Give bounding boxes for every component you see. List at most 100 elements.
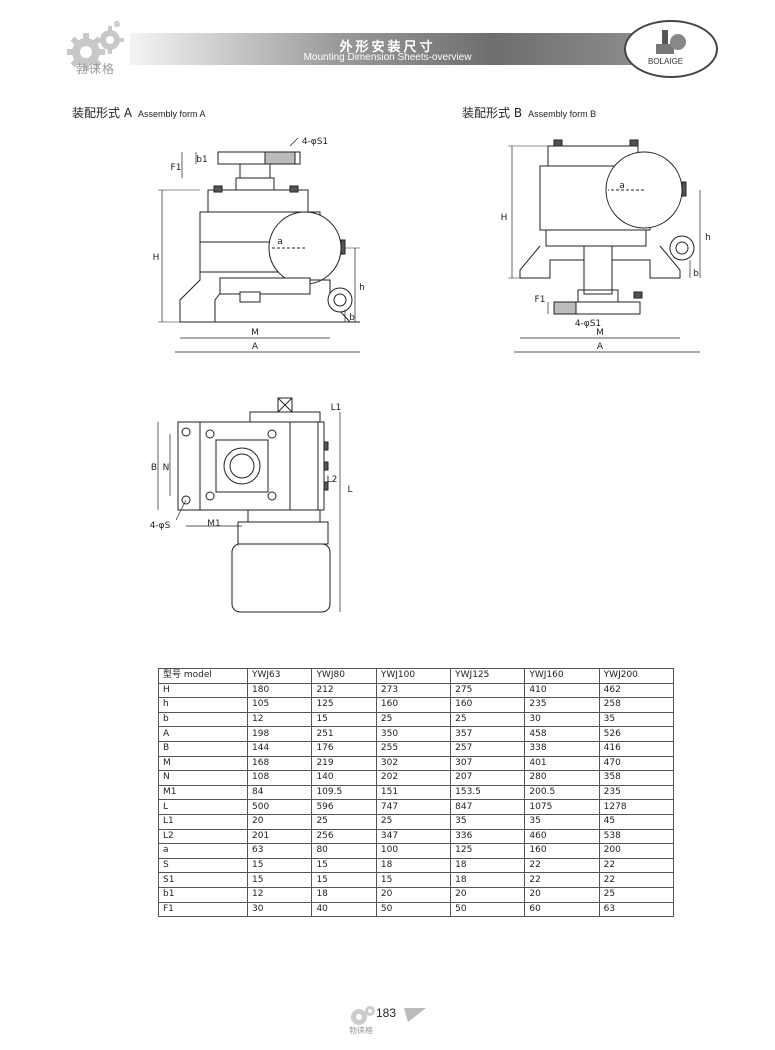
dim-F1-label-b: F1	[535, 295, 546, 305]
table-value-cell: 20	[375, 886, 452, 903]
table-value-cell: 338	[524, 740, 600, 757]
table-value-cell: 18	[450, 857, 526, 874]
table-value-cell: 25	[375, 813, 452, 830]
table-value-cell: 168	[246, 755, 313, 772]
table-value-cell: 596	[311, 799, 377, 815]
table-value-cell: 18	[375, 857, 452, 874]
form-a-label-en: Assembly form A	[138, 109, 206, 119]
table-value-cell: 1075	[524, 799, 600, 815]
page-title-cn: 外形安装尺寸	[339, 40, 436, 55]
table-value-cell: 109.5	[311, 784, 377, 801]
table-value-cell: 144	[246, 740, 313, 757]
dim-M1-label: M1	[207, 519, 221, 529]
table-value-cell: 357	[450, 726, 526, 742]
table-value-cell: 30	[524, 711, 600, 728]
table-value-cell: 35	[524, 813, 600, 830]
table-value-cell: 60	[524, 901, 600, 918]
table-value-cell: 847	[450, 799, 526, 815]
dim-L2-label: L2	[327, 475, 338, 485]
dim-S-label: 4-φS	[150, 521, 171, 531]
table-value-cell: 45	[598, 813, 675, 830]
table-value-cell: 12	[246, 711, 313, 728]
dim-b1-label: b1	[196, 155, 207, 165]
assembly-a-drawing: H h b M A a b1 F1 4-φS1	[153, 137, 365, 353]
dim-M-label: M	[251, 328, 259, 338]
table-value-cell: 1278	[598, 799, 675, 815]
table-value-cell: 235	[524, 697, 600, 713]
gearbox-logo-icon	[656, 30, 686, 54]
table-value-cell: 22	[598, 857, 675, 874]
dim-H-label-b: H	[501, 213, 508, 223]
table-value-cell: 275	[450, 682, 526, 699]
footer-arrow-icon	[404, 1008, 426, 1022]
table-header-cell: YWJ200	[598, 668, 675, 684]
assembly-b-drawing: H h b M A a F1 4-φS1	[501, 139, 711, 353]
table-value-cell: 176	[311, 740, 377, 757]
table-value-cell: 160	[375, 697, 452, 713]
table-value-cell: 30	[246, 901, 313, 918]
top-view-drawing: B N L1 L2 L M1 4-φS	[150, 397, 353, 613]
table-param-cell: L	[158, 799, 248, 815]
table-param-cell: b1	[158, 886, 248, 903]
table-value-cell: 108	[246, 770, 313, 786]
table-value-cell: 15	[375, 872, 452, 888]
header-bar	[130, 33, 650, 65]
table-value-cell: 280	[524, 770, 600, 786]
dim-L-label: L	[347, 485, 352, 495]
table-value-cell: 15	[246, 872, 313, 888]
table-param-cell: N	[158, 770, 248, 786]
table-value-cell: 140	[311, 770, 377, 786]
table-value-cell: 50	[450, 901, 526, 918]
table-value-cell: 35	[598, 711, 675, 728]
table-value-cell: 15	[311, 711, 377, 728]
table-param-cell: b	[158, 711, 248, 728]
dim-M-label-b: M	[596, 328, 604, 338]
table-param-cell: B	[158, 740, 248, 757]
table-value-cell: 273	[375, 682, 452, 699]
dim-A-label-b: A	[597, 342, 604, 352]
table-header-cell: 型号 model	[158, 668, 248, 684]
dim-b-label: b	[349, 313, 355, 323]
table-value-cell: 20	[246, 813, 313, 830]
table-param-cell: F1	[158, 901, 248, 918]
table-value-cell: 416	[598, 740, 675, 757]
table-param-cell: L2	[158, 828, 248, 845]
table-value-cell: 212	[311, 682, 377, 699]
table-value-cell: 460	[524, 828, 600, 845]
table-value-cell: 350	[375, 726, 452, 742]
table-value-cell: 63	[598, 901, 675, 918]
brand-text: 勃徕格	[76, 62, 116, 76]
dim-a-label-b: a	[619, 181, 625, 191]
table-header-cell: YWJ160	[524, 668, 600, 684]
table-value-cell: 256	[311, 828, 377, 845]
table-value-cell: 470	[598, 755, 675, 772]
gear-logo-icon	[67, 26, 124, 71]
table-value-cell: 219	[311, 755, 377, 772]
table-value-cell: 20	[524, 886, 600, 903]
dim-b-label-b: b	[693, 269, 699, 279]
table-header-cell: YWJ125	[450, 668, 526, 684]
table-value-cell: 347	[375, 828, 452, 845]
table-param-cell: h	[158, 697, 248, 713]
table-param-cell: S1	[158, 872, 248, 888]
table-value-cell: 12	[246, 886, 313, 903]
table-header-cell: YWJ63	[246, 668, 313, 684]
table-value-cell: 22	[598, 872, 675, 888]
table-value-cell: 200.5	[524, 784, 600, 801]
table-value-cell: 336	[450, 828, 526, 845]
table-param-cell: M	[158, 755, 248, 772]
dim-L1-label: L1	[331, 403, 342, 413]
table-value-cell: 747	[375, 799, 452, 815]
dim-S1-label-b: 4-φS1	[575, 319, 601, 329]
table-value-cell: 538	[598, 828, 675, 845]
form-b-label-en: Assembly form B	[528, 109, 597, 119]
